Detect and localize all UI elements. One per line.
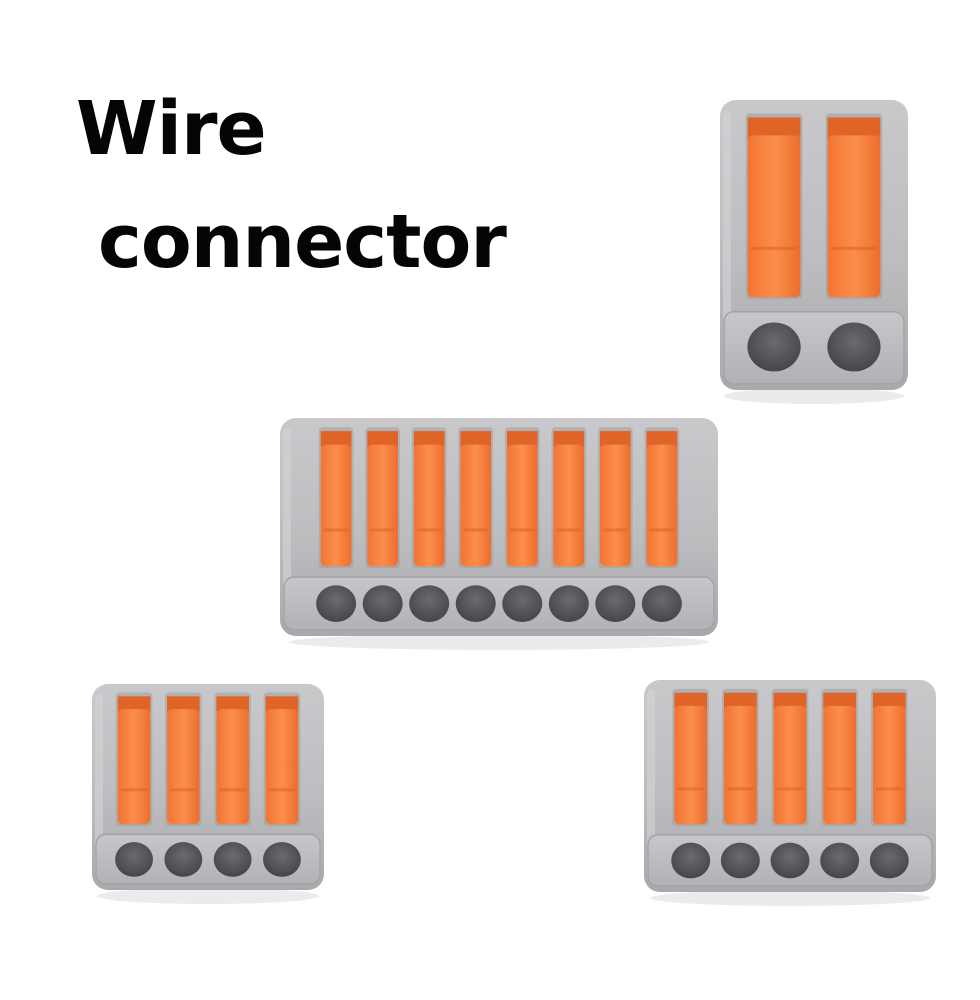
orange-lever [674, 705, 708, 825]
5-way-connector [644, 680, 936, 906]
lever-grip [170, 788, 197, 792]
housing-highlight [283, 428, 291, 622]
wire-hole [827, 322, 881, 372]
shadow [649, 890, 931, 906]
orange-lever [773, 705, 807, 825]
lever-grip [726, 787, 754, 791]
lever-grip [776, 787, 804, 791]
lever-tab [216, 696, 249, 712]
lever-tab [167, 696, 200, 712]
lever-grip [830, 246, 878, 250]
lever-grip [268, 788, 296, 792]
housing-highlight [723, 110, 731, 376]
orange-lever [553, 444, 585, 567]
wire-hole [869, 842, 909, 879]
lever-tab [367, 431, 399, 448]
orange-lever [723, 705, 757, 825]
lever-tab [747, 117, 801, 139]
lever-grip [509, 528, 535, 532]
8-way-connector [280, 418, 718, 650]
wire-hole [115, 842, 153, 877]
lever-tab [723, 692, 757, 709]
wire-hole [595, 585, 636, 623]
orange-lever [367, 444, 399, 567]
lever-tab [646, 431, 678, 448]
wire-hole [502, 585, 543, 623]
wire-hole [548, 585, 589, 623]
lever-grip [370, 528, 396, 532]
lever-grip [219, 788, 246, 792]
title-line-wire: Wire [76, 86, 267, 172]
wire-hole [362, 585, 403, 623]
4-way-connector [92, 684, 324, 904]
wire-hole [747, 322, 801, 372]
orange-lever [823, 705, 857, 825]
lever-tab [265, 696, 299, 712]
lever-tab [872, 692, 906, 709]
shadow [96, 888, 320, 904]
wire-hole [671, 842, 711, 879]
2-way-connector [720, 100, 908, 404]
lever-grip [463, 528, 489, 532]
lever-tab [320, 431, 352, 448]
orange-lever [265, 709, 299, 825]
wire-hole [164, 842, 203, 877]
wire-hole [455, 585, 496, 623]
lever-tab [460, 431, 492, 448]
lever-grip [826, 787, 854, 791]
lever-tab [823, 692, 857, 709]
wire-hole [720, 842, 760, 879]
lever-tab [599, 431, 631, 448]
orange-lever [506, 444, 538, 567]
wire-hole [820, 842, 860, 879]
wire-hole [641, 585, 682, 623]
lever-grip [677, 787, 705, 791]
orange-lever [216, 709, 249, 825]
wire-hole [316, 585, 357, 623]
orange-lever [872, 705, 906, 825]
orange-lever [320, 444, 352, 567]
lever-tab [553, 431, 585, 448]
lever-tab [413, 431, 445, 448]
lever-tab [674, 692, 708, 709]
front-face [95, 833, 321, 885]
housing-highlight [95, 694, 103, 876]
wire-hole [409, 585, 450, 623]
shadow [723, 388, 905, 404]
orange-lever [117, 709, 151, 825]
lever-tab [773, 692, 807, 709]
wire-hole [263, 842, 301, 877]
orange-lever [646, 444, 678, 567]
orange-lever [747, 135, 801, 298]
lever-grip [120, 788, 148, 792]
orange-lever [827, 135, 881, 298]
lever-grip [323, 528, 349, 532]
wire-hole [213, 842, 252, 877]
wire-hole [770, 842, 810, 879]
shadow [288, 634, 710, 650]
title-line-connector: connector [98, 199, 507, 285]
orange-lever [460, 444, 492, 567]
lever-tab [117, 696, 151, 712]
lever-grip [875, 787, 903, 791]
lever-grip [416, 528, 442, 532]
housing-highlight [647, 690, 655, 878]
orange-lever [413, 444, 445, 567]
orange-lever [167, 709, 200, 825]
orange-lever [599, 444, 631, 567]
lever-tab [827, 117, 881, 139]
lever-tab [506, 431, 538, 448]
lever-grip [556, 528, 582, 532]
lever-grip [750, 246, 798, 250]
lever-grip [602, 528, 628, 532]
lever-grip [649, 528, 675, 532]
